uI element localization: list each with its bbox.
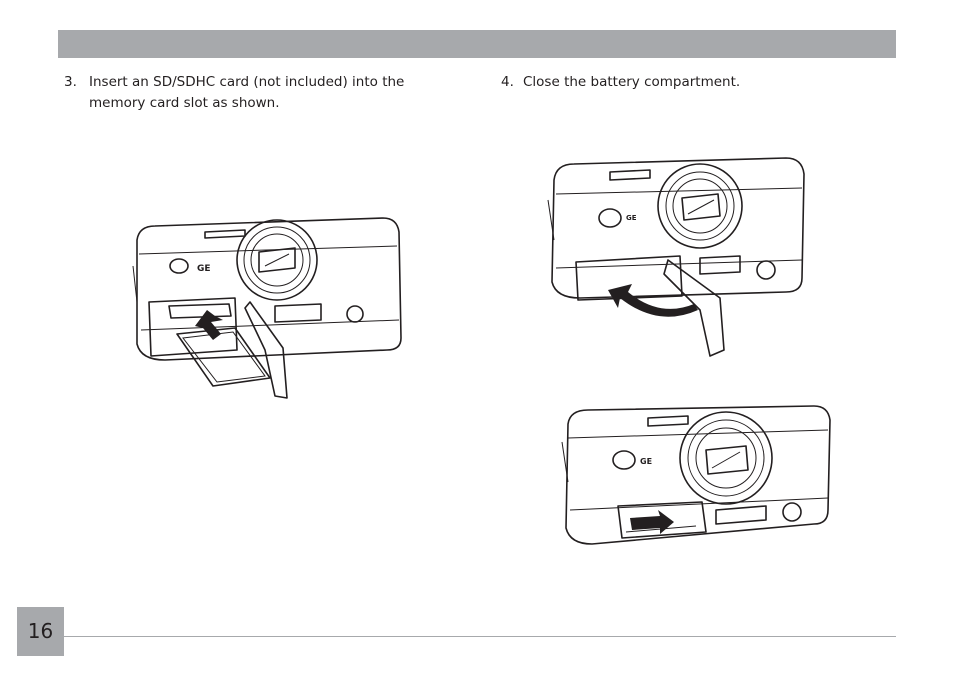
camera-insert-card-illustration: GE (132, 217, 402, 399)
header-bar (58, 30, 896, 58)
camera-logo-text: GE (197, 264, 211, 274)
arrow-icon (608, 284, 698, 317)
arrow-icon (195, 310, 223, 340)
step-3-text: Insert an SD/SDHC card (not included) in… (89, 74, 405, 111)
camera-closed-door-illustration: GE (561, 405, 831, 545)
step-4-number: 4. (501, 74, 514, 90)
arrow-icon (630, 510, 674, 534)
camera-logo-text: GE (640, 457, 652, 466)
step-4-text: Close the battery compartment. (523, 74, 741, 90)
footer-rule (64, 636, 896, 637)
camera-open-door-illustration: GE (547, 157, 805, 357)
step-3-number: 3. (64, 74, 77, 90)
page-number: 16 (17, 607, 64, 656)
camera-logo-text: GE (626, 214, 637, 222)
